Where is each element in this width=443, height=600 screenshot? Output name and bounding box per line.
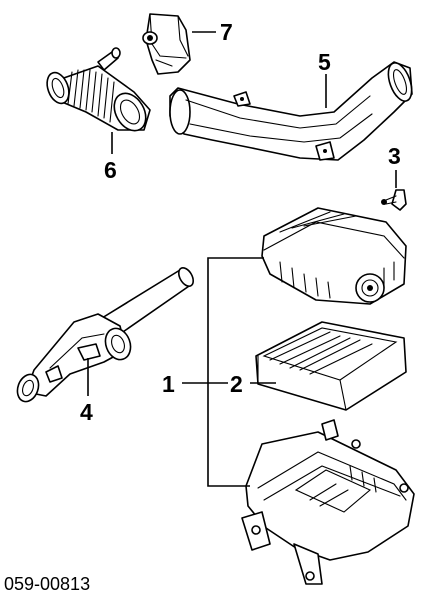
part-2-filter-element [255, 321, 407, 411]
part-4-inlet-duct [16, 267, 195, 403]
part-7-resonator [142, 13, 191, 75]
callout-2: 2 [230, 371, 243, 397]
part-6-intake-hose [46, 47, 151, 132]
callout-4: 4 [80, 399, 93, 425]
figure-code: 059-00813 [4, 574, 90, 594]
callout-1: 1 [162, 371, 175, 397]
air-cleaner-cover [261, 207, 407, 305]
callout-6: 6 [104, 157, 117, 183]
air-cleaner-case [241, 419, 415, 585]
part-5-air-duct [169, 61, 413, 161]
callout-3: 3 [388, 143, 401, 169]
part-3-sensor [381, 189, 407, 211]
callout-5: 5 [318, 49, 331, 75]
callout-7: 7 [220, 19, 233, 45]
leader-lines [87, 31, 397, 487]
